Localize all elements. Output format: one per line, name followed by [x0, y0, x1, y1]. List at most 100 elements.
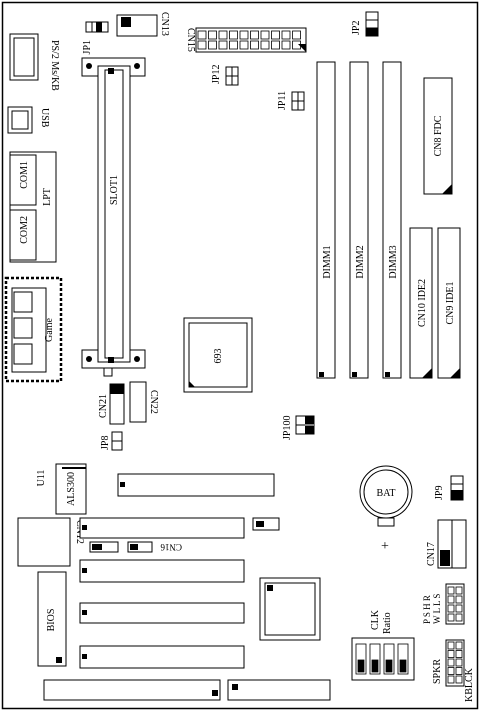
bios-label: BIOS — [46, 609, 57, 632]
ps2-label: PS/2 Ms/KB — [49, 40, 60, 91]
pin — [455, 613, 463, 622]
pin — [447, 595, 455, 604]
com-lpt-block — [9, 151, 57, 263]
pin — [447, 613, 455, 622]
slot1-label: SLOT1 — [109, 175, 120, 205]
cn21-connector — [109, 383, 125, 425]
cn10-ide2-connector — [409, 227, 433, 379]
usb-label: USB — [39, 108, 50, 128]
pin — [447, 658, 455, 667]
jp8-label: JP8 — [100, 436, 111, 450]
cn17-label: CN17 — [426, 542, 437, 566]
jp12-jumper — [225, 66, 239, 86]
pci-slot-4 — [79, 645, 245, 669]
chipset-693 — [183, 317, 253, 393]
pin — [218, 30, 228, 40]
u11-label: U11 — [36, 470, 47, 487]
pin — [229, 40, 238, 50]
jp9-label: JP9 — [434, 486, 445, 500]
pin — [218, 40, 228, 50]
pin — [399, 659, 407, 673]
com2-label: COM2 — [19, 216, 30, 244]
pshr-label: P S H R — [422, 595, 432, 624]
cn13-label: CN13 — [159, 12, 170, 36]
dimm1-label: DIMM1 — [322, 245, 333, 278]
jp8-jumper — [111, 431, 123, 451]
cn10-label: CN10 IDE2 — [417, 279, 428, 327]
pin — [447, 604, 455, 613]
pin — [397, 643, 409, 675]
ratio-label: Ratio — [382, 612, 393, 634]
pin — [383, 643, 395, 675]
expansion-slot-1 — [117, 473, 275, 497]
pin — [292, 30, 301, 40]
jp1-jumper — [85, 21, 109, 33]
slot1-cpu-slot — [81, 57, 146, 377]
dimm1-slot — [316, 61, 336, 379]
cn16-label: CN16 — [160, 542, 182, 552]
pci-slot-2 — [79, 559, 245, 583]
cn21-label: CN21 — [98, 394, 109, 418]
pin — [455, 604, 463, 613]
cn16-connector — [89, 541, 153, 553]
bios-chip — [37, 571, 67, 667]
isa-slot-1 — [43, 679, 221, 701]
pin — [281, 40, 291, 50]
game-label: Game — [44, 318, 55, 342]
pin — [208, 40, 217, 50]
pin — [455, 586, 463, 595]
clk-label: CLK — [370, 609, 381, 630]
pin — [447, 650, 455, 658]
cn9-ide1-connector — [437, 227, 461, 379]
pin — [385, 659, 393, 673]
spkr-label: SPKR — [432, 659, 443, 684]
cn22-connector — [129, 381, 147, 423]
spkr-kblck-header — [445, 639, 465, 687]
cn8-label: CN8 FDC — [433, 115, 444, 156]
pin — [369, 643, 381, 675]
jp100-label: JP100 — [282, 416, 293, 440]
jp11-jumper — [291, 91, 305, 111]
dimm2-label: DIMM2 — [355, 245, 366, 278]
dimm3-label: DIMM3 — [388, 245, 399, 278]
jp11-label: JP11 — [277, 91, 288, 110]
cn13-connector — [116, 14, 158, 37]
jp12-label: JP12 — [211, 65, 222, 84]
pin — [250, 40, 259, 50]
pci-slot-1 — [79, 517, 245, 539]
jp2-jumper — [365, 11, 379, 37]
pin — [271, 40, 280, 50]
pin — [271, 30, 280, 40]
cn15-label: CN15 — [185, 28, 196, 52]
jp9-jumper — [450, 475, 464, 501]
front-panel-header — [445, 583, 465, 625]
game-audio-block — [4, 276, 63, 383]
pin — [260, 40, 270, 50]
jp1-label: JP1 — [82, 40, 93, 54]
square-chip — [259, 577, 321, 641]
pin — [208, 30, 217, 40]
cn22-label: CN22 — [148, 390, 159, 414]
pin — [455, 650, 463, 658]
pci-slot-3 — [79, 602, 245, 624]
lpt-label: LPT — [42, 188, 53, 206]
bat-plus-label: + — [381, 539, 389, 554]
jp2-label: JP2 — [351, 21, 362, 35]
clk-ratio-dip-switch — [351, 637, 415, 681]
pin — [197, 30, 207, 40]
usb-connector — [7, 106, 33, 134]
ps2-connector — [9, 33, 39, 81]
small-connector-right — [252, 517, 280, 531]
pin — [447, 675, 455, 684]
pin — [239, 40, 249, 50]
pin — [447, 586, 455, 595]
pin — [250, 30, 259, 40]
pin — [371, 659, 379, 673]
dimm3-slot — [382, 61, 402, 379]
battery — [359, 465, 413, 527]
dimm2-slot — [349, 61, 369, 379]
pin — [260, 30, 270, 40]
cn17-connector — [437, 519, 467, 569]
